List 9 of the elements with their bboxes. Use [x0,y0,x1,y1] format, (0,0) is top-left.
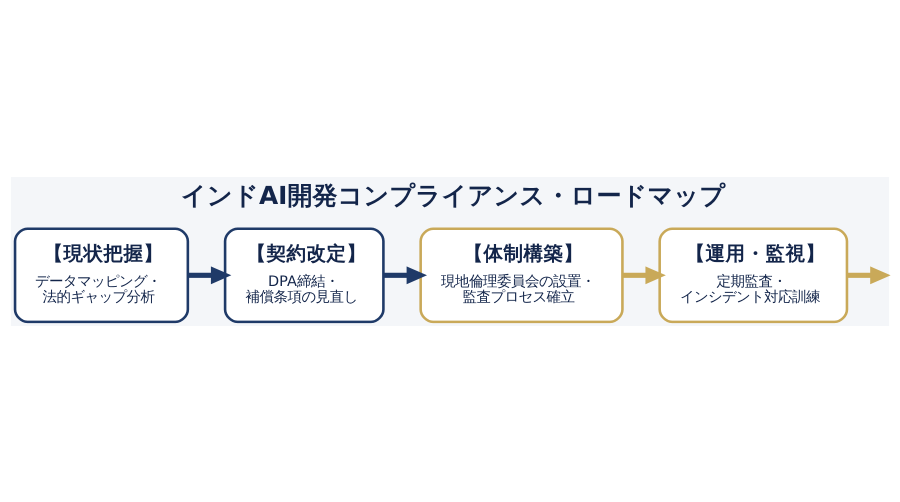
node-box: 【体制構築】 現地倫理委員会の設置・監査プロセス確立 [419,226,624,323]
arrow [622,266,666,284]
node-box: 【運用・監視】 定期監査・インシデント対応訓練 [658,226,848,323]
arrow [847,266,891,284]
node-box: 【契約改定】 DPA締結・補償条項の見直し [224,226,385,323]
diagram-title: インドAI開発コンプライアンス・ロードマップ [180,180,726,210]
arrow [384,266,428,284]
arrow [188,266,232,284]
node-box: 【現状把握】 データマッピング・法的ギャップ分析 [14,226,190,323]
